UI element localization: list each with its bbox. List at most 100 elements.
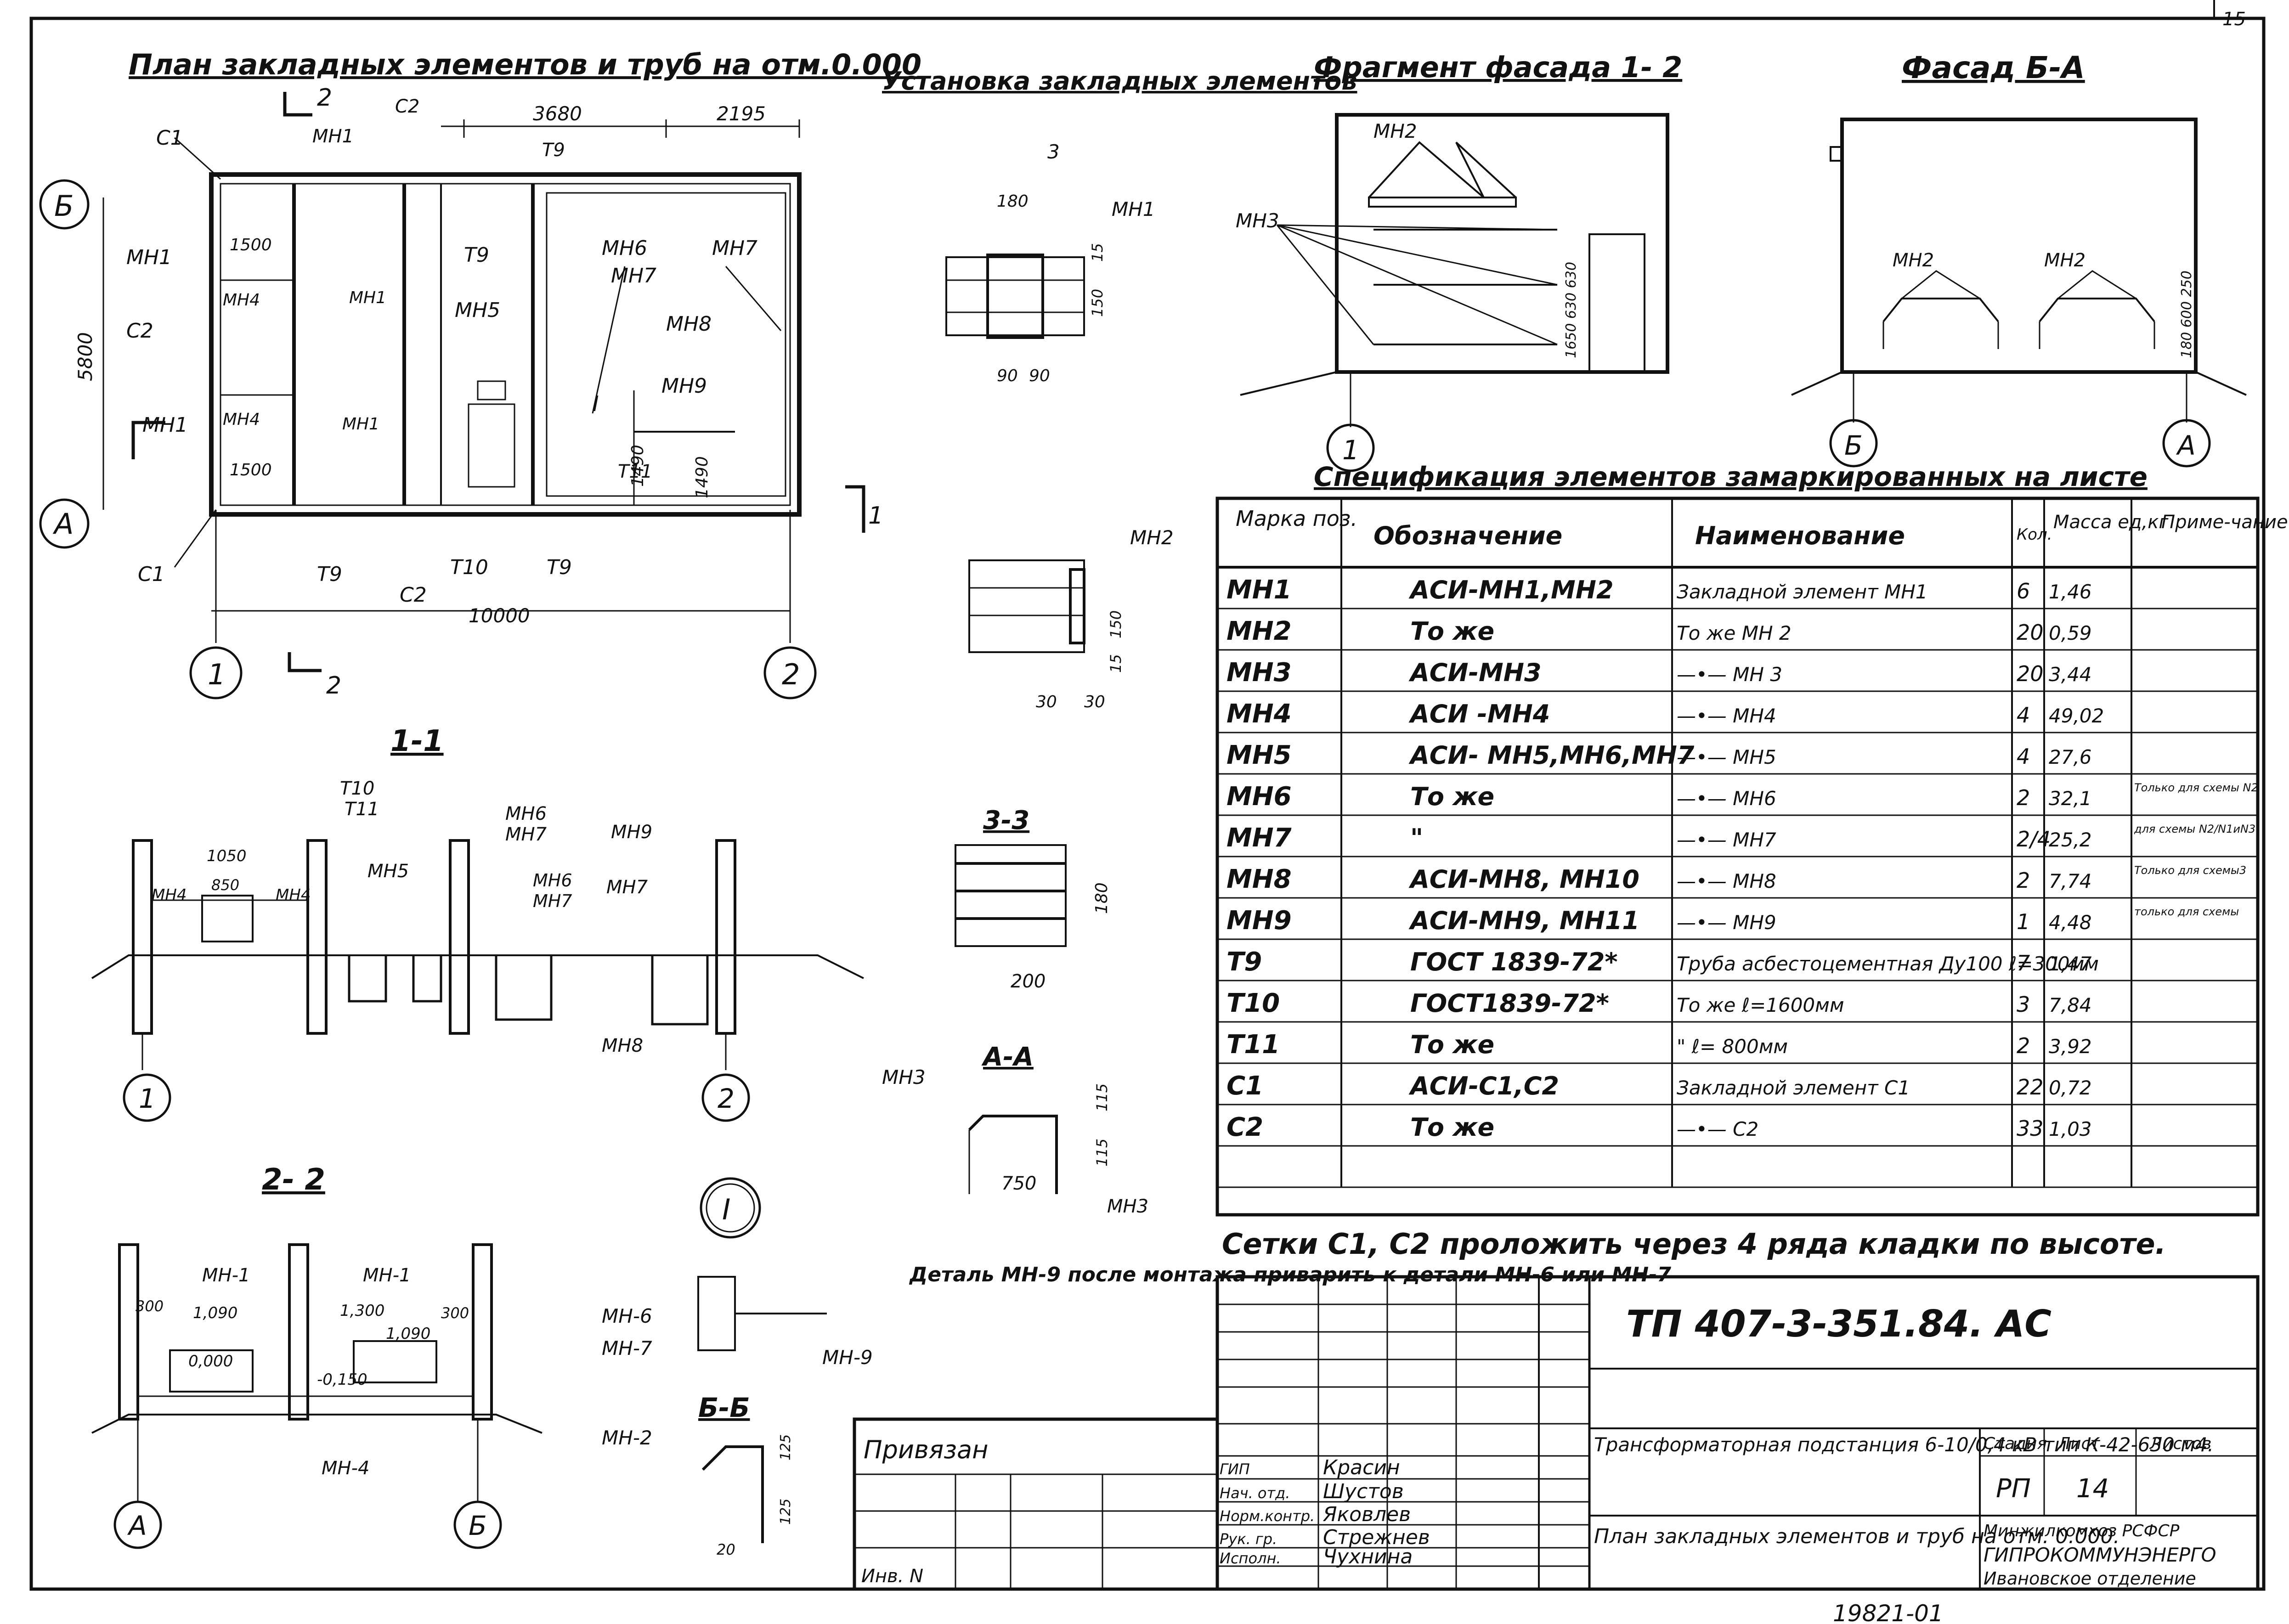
spec-cell-mass: 1,46: [2049, 581, 2092, 603]
svg-text:1650 630 630: 1650 630 630: [1563, 262, 1579, 358]
svg-text:90: 90: [1029, 367, 1050, 385]
svg-text:5800: 5800: [74, 332, 96, 381]
spec-cell-mark: С2: [1226, 1112, 1263, 1142]
svg-text:15: 15: [1089, 243, 1106, 262]
svg-text:МН8: МН8: [602, 1035, 643, 1056]
spec-cell-desig: То же: [1410, 782, 1494, 811]
svg-text:1,300: 1,300: [340, 1302, 384, 1320]
spec-cell-desig: АСИ- МН5,МН6,МН7: [1408, 741, 1695, 770]
svg-text:А: А: [2176, 430, 2196, 461]
svg-text:С1: С1: [156, 126, 183, 150]
svg-text:Обозначение: Обозначение: [1373, 521, 1562, 550]
svg-text:МН1: МН1: [342, 415, 379, 434]
svg-text:Наименование: Наименование: [1695, 521, 1905, 550]
svg-text:МН4: МН4: [223, 291, 260, 310]
sheet-corner-number: 15: [2222, 9, 2246, 30]
svg-text:Т10: Т10: [340, 778, 374, 799]
svg-text:МН7: МН7: [533, 891, 572, 911]
archive-code: 19821-01: [1833, 1600, 1944, 1624]
svg-text:300: 300: [136, 1297, 164, 1315]
svg-text:Привязан: Привязан: [864, 1435, 988, 1464]
svg-text:1500: 1500: [230, 461, 272, 479]
svg-text:180: 180: [997, 192, 1029, 211]
svg-text:3680: 3680: [533, 102, 582, 125]
svg-text:20: 20: [717, 1541, 735, 1558]
svg-text:30: 30: [1084, 693, 1105, 711]
svg-text:МН2: МН2: [2044, 250, 2086, 271]
spec-cell-mass: 1,03: [2049, 1118, 2092, 1140]
svg-text:15: 15: [1107, 654, 1125, 673]
detail-i: I МН-6 МН-7 МН-9 Деталь МН-9 после монта…: [602, 1177, 1671, 1369]
staff-name: Красин: [1323, 1456, 1400, 1479]
svg-text:Т11: Т11: [618, 461, 652, 482]
spec-cell-mark: Т11: [1226, 1030, 1280, 1060]
svg-text:2: 2: [782, 658, 800, 691]
svg-text:МН7: МН7: [611, 264, 656, 288]
svg-text:Масса ед,кг: Масса ед,кг: [2053, 512, 2169, 533]
spec-cell-desig: АСИ-МН1,МН2: [1408, 575, 1614, 604]
spec-cell-mark: МН5: [1226, 740, 1292, 770]
svg-text:Лист: Лист: [2057, 1434, 2100, 1453]
svg-text:МН-7: МН-7: [602, 1337, 652, 1359]
spec-cell-mass: 7,74: [2049, 870, 2092, 892]
svg-text:МН1: МН1: [142, 413, 188, 437]
staff-role: Норм.контр.: [1220, 1507, 1315, 1525]
plan-title: План закладных элементов и труб на отм.0…: [129, 48, 921, 81]
spec-cell-name: —•— МН6: [1677, 787, 1776, 810]
spec-cell-qty: 1: [2017, 909, 2030, 934]
spec-cell-mark: МН7: [1226, 823, 1292, 853]
staff-role: Исполн.: [1220, 1550, 1281, 1567]
spec-cell-name: Закладной элемент С1: [1677, 1077, 1910, 1099]
spec-cell-desig: АСИ-МН8, МН10: [1408, 865, 1639, 894]
spec-cell-name: Закладной элемент МН1: [1677, 581, 1928, 603]
spec-cell-mass: 3,92: [2049, 1035, 2092, 1058]
spec-cell-qty: 2/4: [2017, 827, 2051, 851]
spec-cell-mass: 49,02: [2049, 705, 2104, 727]
svg-text:2: 2: [326, 672, 341, 699]
spec-cell-mark: МН6: [1226, 782, 1292, 812]
svg-text:Т11: Т11: [345, 799, 379, 820]
svg-text:МН5: МН5: [455, 299, 500, 322]
staff-name: Яковлев: [1323, 1503, 1411, 1526]
svg-text:МН1: МН1: [126, 246, 172, 269]
svg-text:850: 850: [211, 876, 239, 894]
spec-cell-name: То же ℓ=1600мм: [1677, 994, 1844, 1016]
svg-text:-0,150: -0,150: [317, 1370, 367, 1389]
spec-cell-name: —•— МН7: [1677, 829, 1776, 851]
staff-name: Шустов: [1323, 1480, 1404, 1503]
svg-text:I: I: [593, 391, 599, 416]
svg-text:С2: С2: [126, 319, 153, 343]
svg-text:МН7: МН7: [712, 237, 757, 260]
spec-cell-desig: АСИ-МН3: [1408, 658, 1542, 687]
svg-text:МН8: МН8: [666, 312, 712, 336]
svg-text:1500: 1500: [230, 236, 272, 254]
svg-text:С2: С2: [395, 96, 419, 117]
svg-text:10000: 10000: [469, 604, 530, 627]
spec-cell-qty: 7: [2017, 951, 2030, 976]
spec-cell-mark: МН4: [1226, 699, 1292, 729]
svg-text:МН3: МН3: [1107, 1196, 1148, 1217]
svg-text:150: 150: [1107, 610, 1125, 638]
svg-text:Деталь МН-9 после монтажа прив: Деталь МН-9 после монтажа приварить к де…: [909, 1263, 1671, 1286]
svg-text:180 600 250: 180 600 250: [2179, 271, 2195, 358]
svg-text:1490: 1490: [693, 456, 712, 498]
svg-text:1490: 1490: [628, 445, 647, 487]
spec-cell-name: " ℓ= 800мм: [1677, 1035, 1788, 1058]
spec-cell-mark: МН1: [1226, 575, 1292, 605]
svg-text:125: 125: [778, 1499, 794, 1525]
spec-cell-name: —•— МН 3: [1677, 663, 1782, 686]
svg-text:115: 115: [1093, 1139, 1111, 1167]
spec-cell-mark: МН9: [1226, 906, 1292, 936]
spec-table: Спецификация элементов замаркированных н…: [1215, 461, 2288, 1217]
svg-text:Листов: Листов: [2149, 1434, 2211, 1453]
svg-text:1: 1: [139, 1083, 156, 1114]
spec-cell-name: —•— МН4: [1677, 705, 1776, 727]
spec-title: Спецификация элементов замаркированных н…: [1314, 461, 2148, 492]
staff-role: Нач. отд.: [1220, 1484, 1290, 1502]
svg-text:МН2: МН2: [1130, 526, 1174, 549]
svg-text:МН6: МН6: [505, 803, 547, 824]
